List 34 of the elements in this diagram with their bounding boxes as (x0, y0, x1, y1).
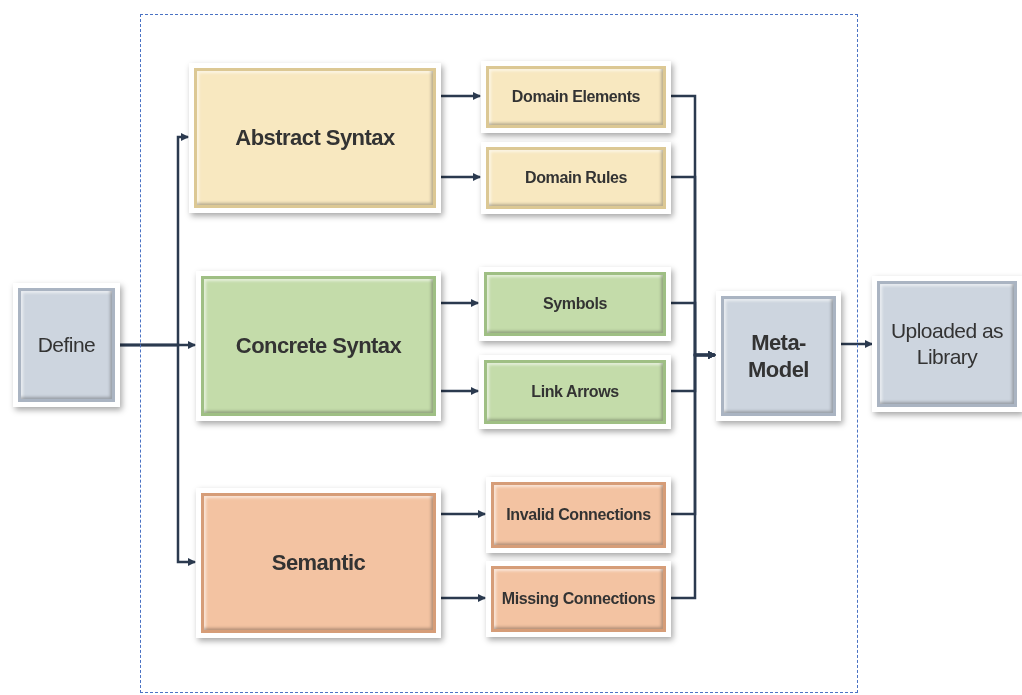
box-label: Domain Elements (511, 87, 641, 107)
box-label: Abstract Syntax (235, 124, 395, 152)
dashed-boundary (140, 14, 858, 693)
connector-arrow (440, 594, 486, 602)
process-box (481, 61, 671, 133)
box-label: Invalid Connections (506, 505, 651, 525)
process-box (479, 355, 671, 429)
connector-arrow (440, 387, 479, 395)
box-label: Domain Rules (525, 168, 627, 188)
connector-arrow (670, 351, 716, 600)
box-label: Uploaded as Library (889, 317, 1005, 370)
process-box (872, 276, 1022, 412)
connector-arrow (440, 173, 481, 181)
process-box (196, 488, 441, 638)
connector-arrow (120, 343, 196, 566)
process-box (481, 142, 671, 214)
connector-arrow (440, 510, 486, 518)
connector-arrow (440, 92, 481, 100)
connector-arrow (840, 340, 873, 348)
box-label: Symbols (543, 294, 607, 314)
box-label: Meta-Model (747, 328, 810, 384)
box-label: Link Arrows (531, 382, 619, 402)
process-box (486, 561, 671, 637)
process-box (486, 477, 671, 553)
connector-arrow (440, 299, 479, 307)
process-box (479, 267, 671, 341)
process-box (189, 63, 441, 213)
process-box (716, 291, 841, 421)
process-box (13, 283, 120, 407)
box-label: Missing Connections (501, 589, 656, 609)
box-label: Concrete Syntax (235, 332, 402, 360)
box-label: Semantic (271, 549, 366, 577)
box-label: Define (37, 331, 96, 358)
process-box (196, 271, 441, 421)
